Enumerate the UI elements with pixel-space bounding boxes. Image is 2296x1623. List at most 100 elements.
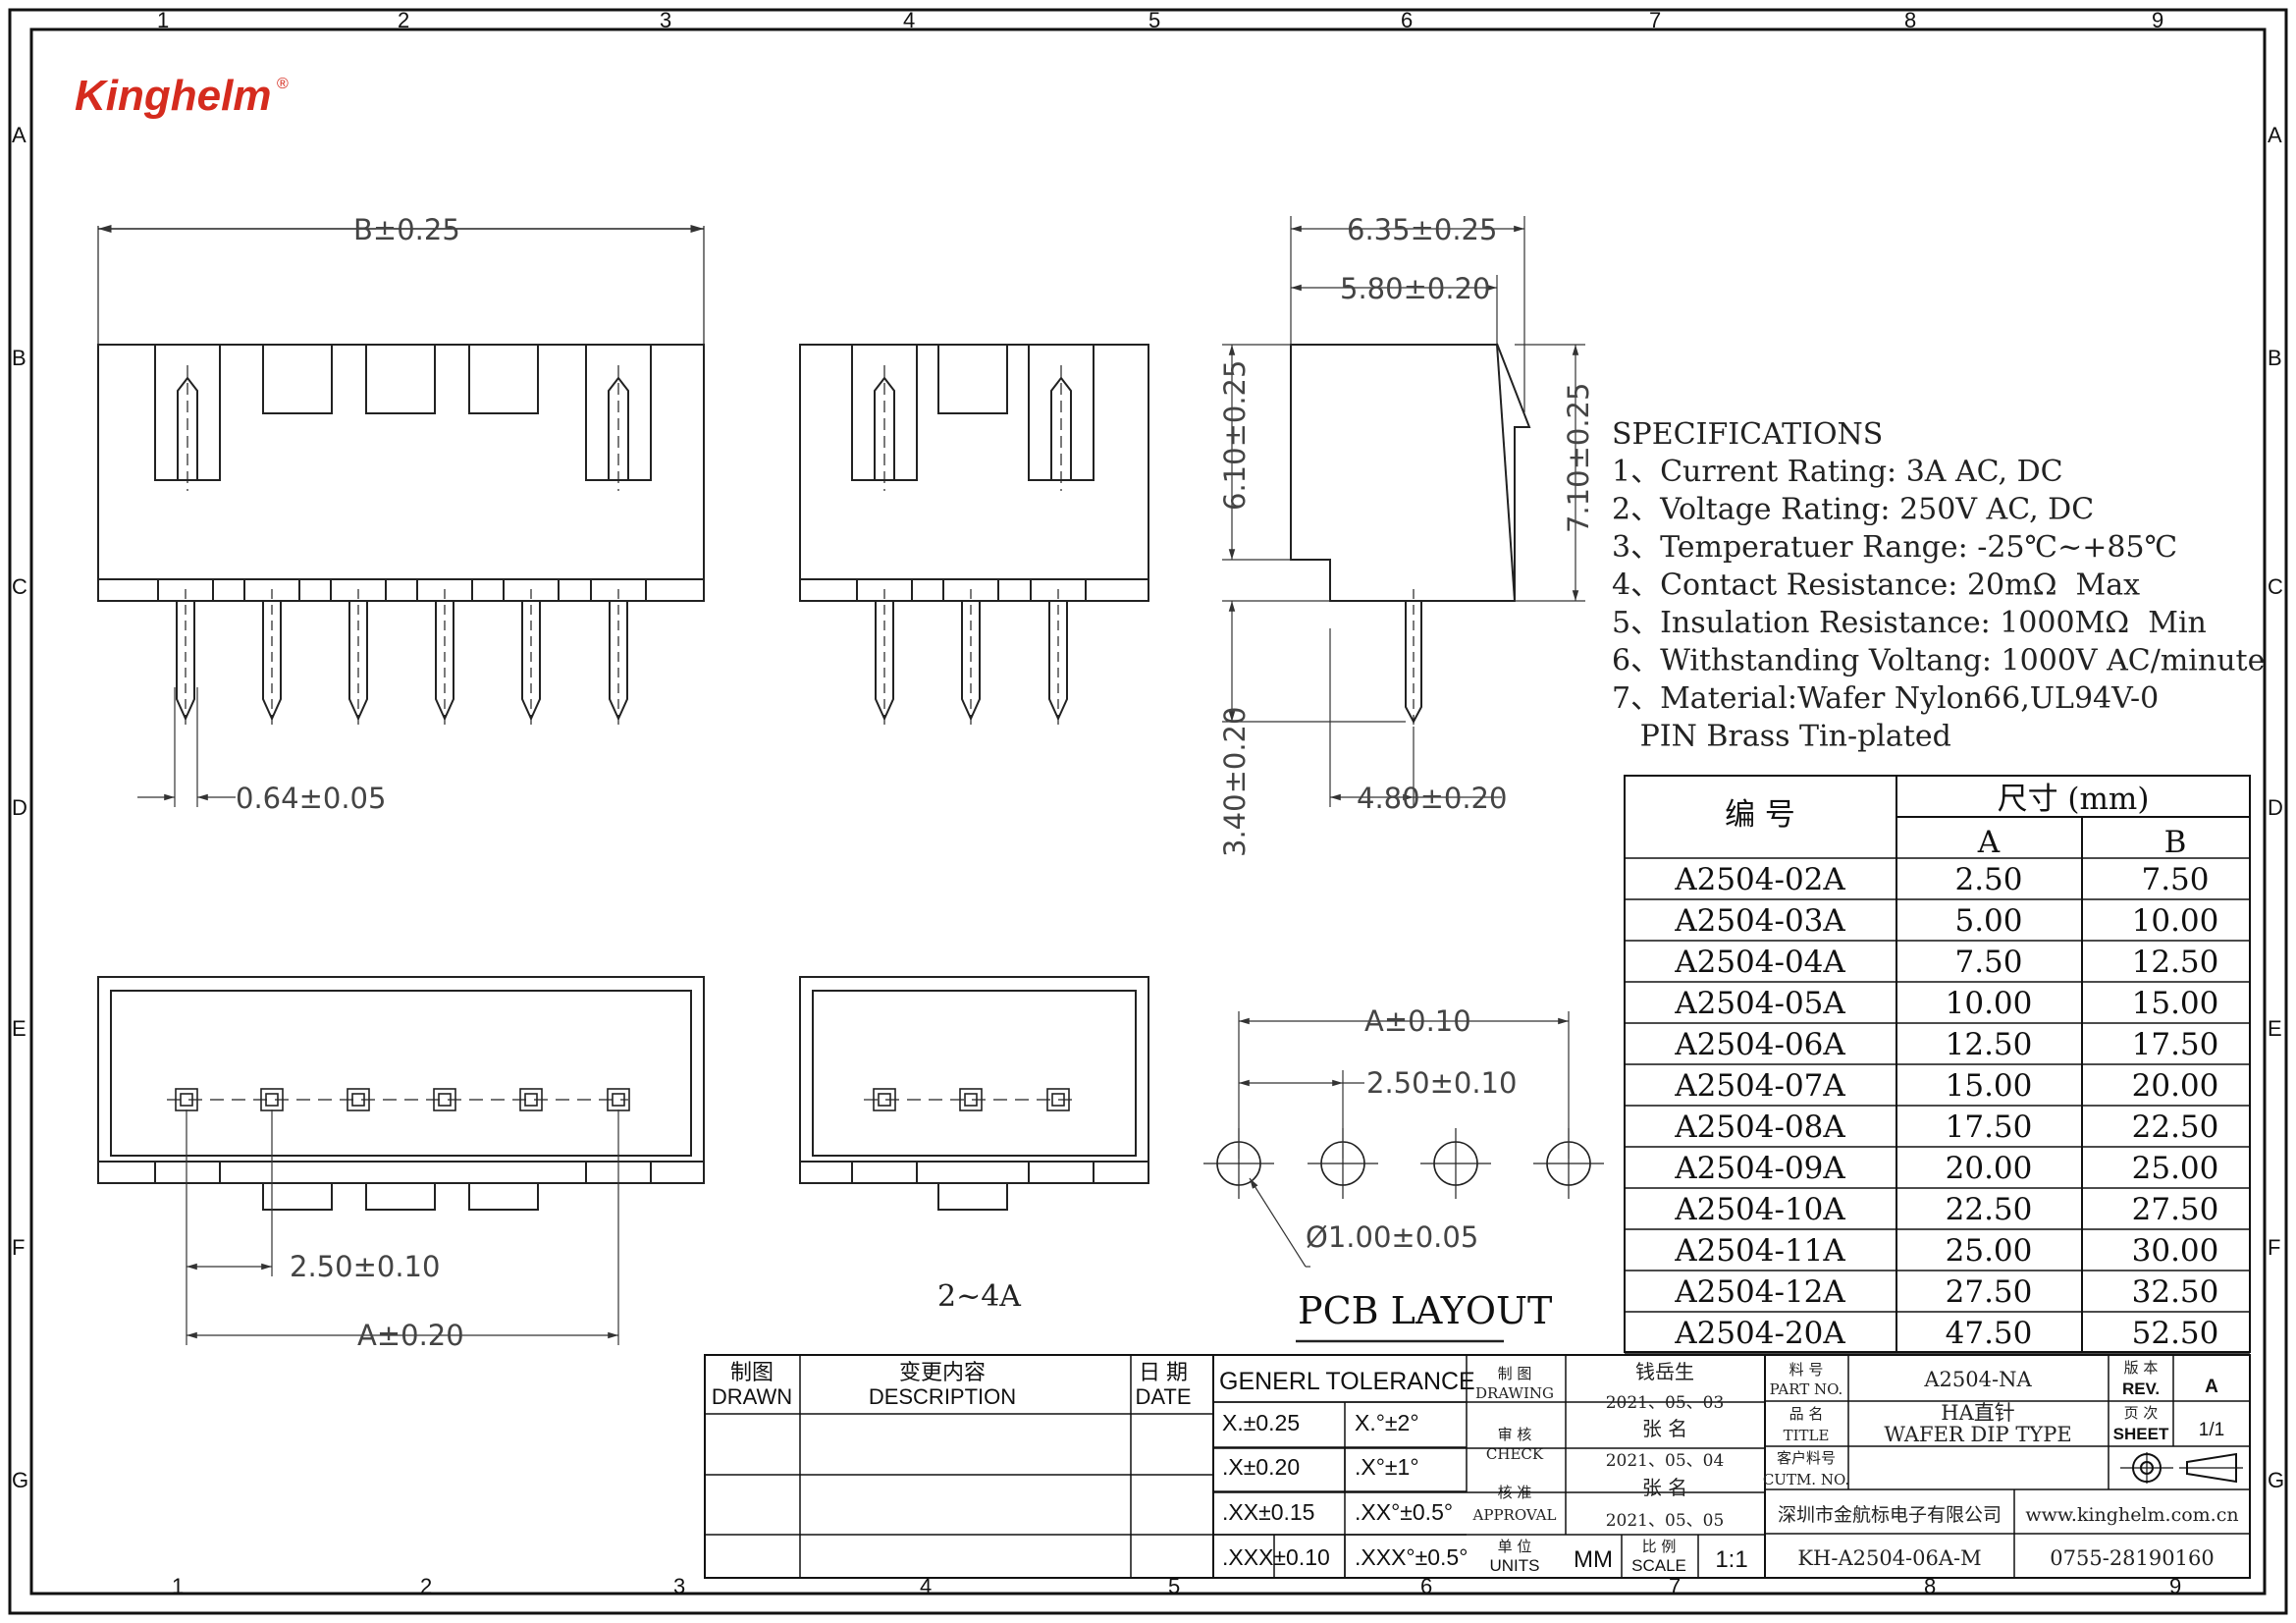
size-b-value: 32.50 <box>2132 1274 2219 1310</box>
size-a-value: 2.50 <box>1954 862 2022 897</box>
pcb-layout-holes <box>1203 1128 1604 1199</box>
spec-item: 4、Contact Resistance: 20mΩ Max <box>1612 568 2140 603</box>
spec-title: SPECIFICATIONS <box>1612 417 1883 452</box>
tolerance-linear: .X±0.20 <box>1222 1454 1300 1480</box>
size-a-value: 5.00 <box>1954 903 2022 939</box>
grid-col-bottom: 4 <box>920 1574 932 1598</box>
size-b-value: 27.50 <box>2132 1192 2219 1227</box>
date-en: DATE <box>1135 1384 1191 1409</box>
tolerance-title: GENERL TOLERANCE <box>1219 1368 1475 1395</box>
sheet-en: SHEET <box>2113 1425 2169 1443</box>
pin-pad <box>873 1088 896 1111</box>
cutm-cn: 客户料号 <box>1777 1449 1836 1467</box>
dim-a-pcb: A±0.10 <box>1364 1004 1471 1038</box>
spec-item: 1、Current Rating: 3A AC, DC <box>1612 455 2063 489</box>
dimension-labels: B±0.25 0.64±0.05 6.35±0.25 5.80±0.20 6.1… <box>236 213 1595 1352</box>
document-number: KH-A2504-06A-M <box>1797 1546 1981 1570</box>
dim-side-outer: 6.35±0.25 <box>1347 213 1497 246</box>
title-cn: 品 名 <box>1789 1405 1824 1423</box>
units-en: UNITS <box>1490 1556 1540 1575</box>
size-b-value: 20.00 <box>2132 1068 2219 1104</box>
dim-b-width: B±0.25 <box>353 213 460 246</box>
check-date: 2021、05、04 <box>1606 1451 1725 1471</box>
size-table-row: A2504-11A 25.00 30.00 <box>1674 1233 2218 1269</box>
title-value-2: WAFER DIP TYPE <box>1884 1423 2071 1446</box>
grid-col-bottom: 6 <box>1420 1574 1432 1598</box>
grid-row-left: D <box>12 795 27 820</box>
drawing-cn: 制 图 <box>1498 1365 1532 1382</box>
pin-pad-inner <box>878 1093 891 1107</box>
size-a-value: 10.00 <box>1946 986 2033 1021</box>
scale-en: SCALE <box>1631 1556 1686 1575</box>
pin-pad-inner <box>438 1093 452 1107</box>
drawing-date: 2021、05、03 <box>1606 1393 1725 1413</box>
pin-pad-inner <box>351 1093 365 1107</box>
size-part-number: A2504-09A <box>1674 1151 1845 1186</box>
size-part-number: A2504-03A <box>1674 903 1845 939</box>
pin-pad-inner <box>612 1093 625 1107</box>
range-label: 2~4A <box>937 1279 1021 1314</box>
spec-item: 6、Withstanding Voltang: 1000V AC/minute <box>1612 644 2265 678</box>
size-part-number: A2504-06A <box>1674 1027 1845 1062</box>
rev-cn: 版 本 <box>2124 1359 2159 1377</box>
side-view-dims <box>1222 216 1585 807</box>
kinghelm-logo: Kinghelm ® <box>75 72 289 120</box>
size-a-value: 22.50 <box>1946 1192 2033 1227</box>
pin-collar <box>243 578 300 601</box>
grid-col-bottom: 9 <box>2169 1574 2181 1598</box>
grid-col-top: 6 <box>1401 8 1413 32</box>
spec-list: 1、Current Rating: 3A AC, DC 2、Voltage Rat… <box>1612 455 2265 754</box>
size-a-value: 20.00 <box>1946 1151 2033 1186</box>
tolerance-angular: X.°±2° <box>1355 1410 1419 1435</box>
drawing-en: DRAWING <box>1475 1384 1554 1402</box>
front-view-3pin-pins <box>856 578 1087 727</box>
grid-col-bottom: 5 <box>1168 1574 1180 1598</box>
units-cn: 单 位 <box>1498 1538 1532 1555</box>
grid-col-bottom: 3 <box>673 1574 685 1598</box>
grid-row-left: C <box>12 574 27 599</box>
rev-en: REV. <box>2122 1380 2160 1398</box>
grid-col-top: 1 <box>157 8 169 32</box>
dim-side-h2: 7.10±0.25 <box>1562 383 1595 533</box>
size-part-number: A2504-11A <box>1674 1233 1845 1269</box>
spec-item: 2、Voltage Rating: 250V AC, DC <box>1612 493 2094 527</box>
bottom-view-3pin-pads <box>873 1088 1070 1111</box>
size-b-value: 30.00 <box>2132 1233 2219 1269</box>
pin-collar <box>157 578 214 601</box>
size-part-number: A2504-08A <box>1674 1109 1845 1145</box>
company-website: www.kinghelm.com.cn <box>2025 1504 2238 1526</box>
dim-a-bottom: A±0.20 <box>357 1319 464 1352</box>
size-a-value: 47.50 <box>1946 1316 2033 1351</box>
size-b-value: 12.50 <box>2132 945 2219 980</box>
grid-row-right: G <box>2268 1468 2284 1492</box>
front-view-6pin <box>97 224 705 602</box>
tolerance-angular: .XX°±0.5° <box>1355 1499 1453 1525</box>
size-part-number: A2504-04A <box>1674 945 1845 980</box>
grid-row-left: G <box>12 1468 28 1492</box>
scale-cn: 比 例 <box>1642 1538 1677 1555</box>
pin-collar <box>590 578 647 601</box>
pcb-layout-dims <box>1238 1011 1570 1343</box>
pin-width-dim <box>137 687 236 807</box>
grid-col-top: 3 <box>660 8 671 32</box>
size-b-value: 7.50 <box>2141 862 2209 897</box>
side-view <box>1290 343 1531 727</box>
spec-item: 7、Material:Wafer Nylon66,UL94V-0 <box>1612 681 2159 716</box>
dim-pin-width: 0.64±0.05 <box>236 782 386 815</box>
tolerance-linear: .XXX±0.10 <box>1222 1544 1330 1570</box>
size-a-value: 25.00 <box>1946 1233 2033 1269</box>
pin-pad-inner <box>524 1093 538 1107</box>
sheet-value: 1/1 <box>2199 1420 2224 1440</box>
grid-col-top: 4 <box>903 8 915 32</box>
grid-row-right: C <box>2268 574 2283 599</box>
desc-cn: 变更内容 <box>899 1360 986 1384</box>
